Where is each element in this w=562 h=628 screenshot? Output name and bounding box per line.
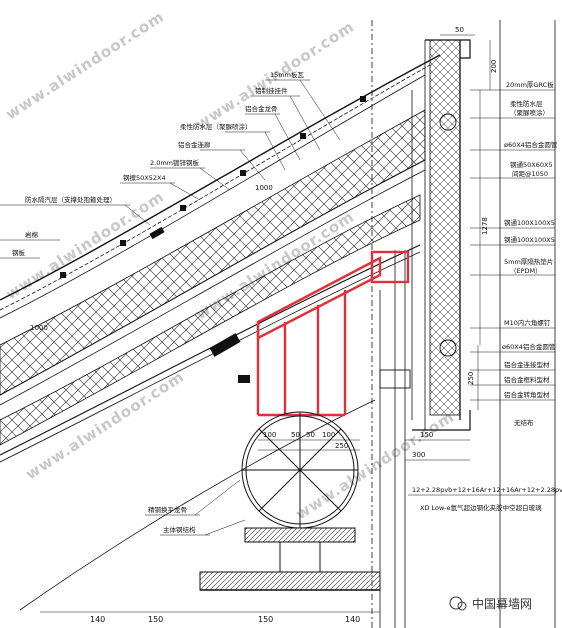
brand-mark: 中国幕墙网 [449,596,532,611]
label-board: 钢板 [12,248,26,257]
dim-roof-1000b: 1000 [30,324,48,332]
al-tube-bottom [439,339,457,357]
dimension-lines [40,34,491,613]
label-epdm: 5mm厚隔热垫片 [504,257,553,266]
aluminum-tubes [379,113,457,389]
dim-beam-100: 100 [263,431,276,439]
label-steel-b: 钢通100X100X5 [504,235,555,244]
roof-wool-band [0,194,421,446]
dim-base-140b: 140 [345,615,360,624]
dim-side-1278: 1278 [481,217,489,235]
label-steel-a: 钢通100X100X5 [504,218,555,227]
label-al-frame: 铝合金框料型材 [504,375,550,384]
dim-beam-100b: 100 [322,431,335,439]
left-callouts [0,79,341,536]
label-main-struct: 主体钢结构 [163,525,196,534]
dim-bottom-150: 150 [420,431,433,439]
label-bolt: M10内六角螺钉 [504,318,551,327]
glass-spec-line2: XD Low-e氩气超边钢化夹胶中空超白玻璃 [420,503,542,512]
label-keel: 铝合金龙骨 [245,104,278,113]
dim-top-50: 50 [455,26,464,34]
roof-assembly [0,54,441,611]
label-plate-keel: 精钢换平龙骨 [148,505,187,514]
dim-side-250: 250 [467,372,475,385]
label-tube: 钢檩50X52X4 [123,173,166,182]
label-al-conn: 铝合金连接型材 [504,360,550,369]
watermark-text-1: www.alwindoor.com [2,7,167,123]
label-tile: 15mm板瓦 [270,70,304,79]
label-grc: 20mm厚GRC板 [506,80,554,89]
label-al-tube2: ø60X4铝合金圆管 [502,342,556,351]
label-sealant: 无结布 [514,418,534,427]
drawing-border [499,20,556,628]
dim-beam-50a: 50 [291,431,300,439]
label-membrane: 柔性防水层（聚脲喷涂） [180,122,252,131]
dim-base-150a: 150 [148,615,163,624]
dim-beam-50b: 50 [306,431,315,439]
glass-spec-line1: 12+2.28pvb+12+16Ar+12+16Ar+12+2.28pvb+12 [412,486,562,494]
highlight-connector-box [370,250,410,284]
right-label-texts: 20mm厚GRC板 柔性防水层 （聚脲喷涂） ø60X4铝合金圆管 钢通50X6… [502,80,558,427]
roof-tile-layer [0,54,441,301]
label-steelplate: 2.0mm镀锌钢板 [150,158,200,167]
glass-spec: 12+2.28pvb+12+16Ar+12+16Ar+12+2.28pvb+12… [408,486,562,512]
label-rivet: 铝制挂挂件 [255,86,288,95]
label-edge: 铝合金连廊 [178,140,211,149]
left-label-texts: 15mm板瓦 铝制挂挂件 铝合金龙骨 柔性防水层（聚脲喷涂） 铝合金连廊 2.0… [12,70,304,534]
dim-top-200: 200 [490,60,498,73]
dim-base-140a: 140 [90,615,105,624]
right-callouts [470,89,555,401]
label-membrane2b: （聚脲喷涂） [510,108,549,117]
label-wool: 岩棉 [25,230,39,239]
label-al-tube: ø60X4铝合金圆管 [504,140,558,149]
al-tube-top [439,113,457,131]
brand-text: 中国幕墙网 [472,596,532,611]
label-membrane2: 柔性防水层 [510,99,543,108]
dim-base-150b: 150 [258,615,273,624]
dim-roof-1000a: 1000 [255,184,273,192]
dim-bottom-300: 300 [412,451,425,459]
main-steel-structure [199,411,381,591]
label-vapor: 防水隔汽层（支撑处抱箍处理） [25,195,116,204]
wechat-icon [449,596,463,610]
label-al-trim: 铝合金转角型材 [504,390,550,399]
label-steel-tube: 钢通50X60X5 [510,160,553,169]
parapet-wall [371,20,471,628]
dim-beam-250: 250 [335,442,348,450]
dimension-texts: 50 200 1278 250 150 300 1000 1000 100 50… [30,26,498,624]
roof-clips [60,96,366,383]
label-epdm2: （EPDM） [510,267,542,275]
highlight-bracket [256,250,410,417]
label-spacing: 间距@1050 [512,170,548,178]
